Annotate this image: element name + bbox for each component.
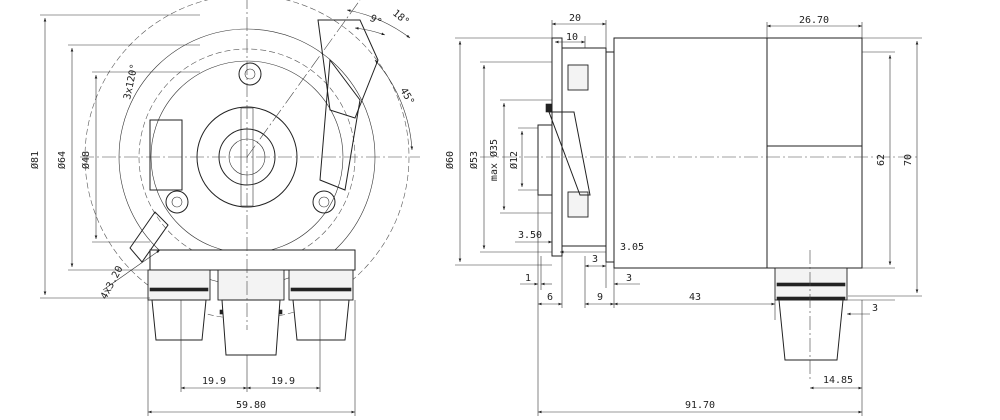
label-bolt-pattern: 3x120° (122, 63, 140, 101)
lever-pin (545, 103, 553, 113)
dim-top-10: 10 (566, 32, 578, 43)
dim-bottom-3a: 3 (592, 254, 598, 265)
angle-18: 18° (390, 8, 411, 28)
clamp-right (319, 58, 361, 191)
dim-bottom-6: 6 (547, 292, 553, 303)
clamp-top-right (317, 19, 379, 119)
flange-plate (551, 37, 563, 257)
dim-total-length: 91.70 (685, 400, 715, 411)
clamp-left (129, 211, 169, 263)
cable-gland-left (147, 269, 211, 341)
dim-d60: Ø60 (444, 151, 456, 169)
dim-total-width: 59.80 (236, 400, 266, 411)
dim-right-62: 62 (876, 154, 887, 166)
clamp-mid-left (149, 119, 183, 191)
shaft (537, 124, 553, 196)
cable-gland-right (288, 269, 354, 341)
dim-3-05: 3.05 (620, 242, 644, 253)
housing-bottom (149, 249, 356, 271)
front-angle-line (246, 0, 361, 158)
dim-max-d35: max Ø35 (488, 139, 500, 181)
dim-top-26-70: 26.70 (799, 15, 829, 26)
side-cable-gland (774, 267, 848, 361)
dim-d81: Ø81 (29, 151, 41, 169)
dim-bottom-1: 1 (525, 273, 531, 284)
dim-d12: Ø12 (508, 151, 520, 169)
dim-d48: Ø48 (80, 151, 92, 169)
screw-left (165, 190, 189, 214)
clamp-bottom-block (567, 191, 589, 218)
dim-top-20: 20 (569, 13, 581, 24)
front-view: Ø81 Ø64 Ø48 3x120° 4x3.20 18° 9° 45° 19.… (29, 0, 420, 416)
dim-spacing-left: 19.9 (202, 376, 226, 387)
cable-gland-center (217, 269, 285, 356)
dim-connector-3: 3 (872, 303, 878, 314)
screw-top (238, 62, 262, 86)
clamp-lever (548, 111, 591, 196)
side-view: Ø60 Ø53 max Ø35 Ø12 20 10 26.70 62 70 (444, 13, 922, 416)
dim-bottom-43: 43 (689, 292, 701, 303)
angle-9: 9° (368, 13, 384, 29)
dim-bottom-3b: 3 (626, 273, 632, 284)
connector-housing (766, 145, 863, 269)
dim-d64: Ø64 (56, 151, 68, 169)
dim-bottom-9: 9 (597, 292, 603, 303)
screw-right (312, 190, 336, 214)
dim-spacing-right: 19.9 (271, 376, 295, 387)
dim-connector-14-85: 14.85 (823, 375, 853, 386)
clamp-top-block (567, 64, 589, 91)
dim-right-70: 70 (903, 154, 914, 166)
dim-d53: Ø53 (468, 151, 480, 169)
dim-3-50: 3.50 (518, 230, 542, 241)
